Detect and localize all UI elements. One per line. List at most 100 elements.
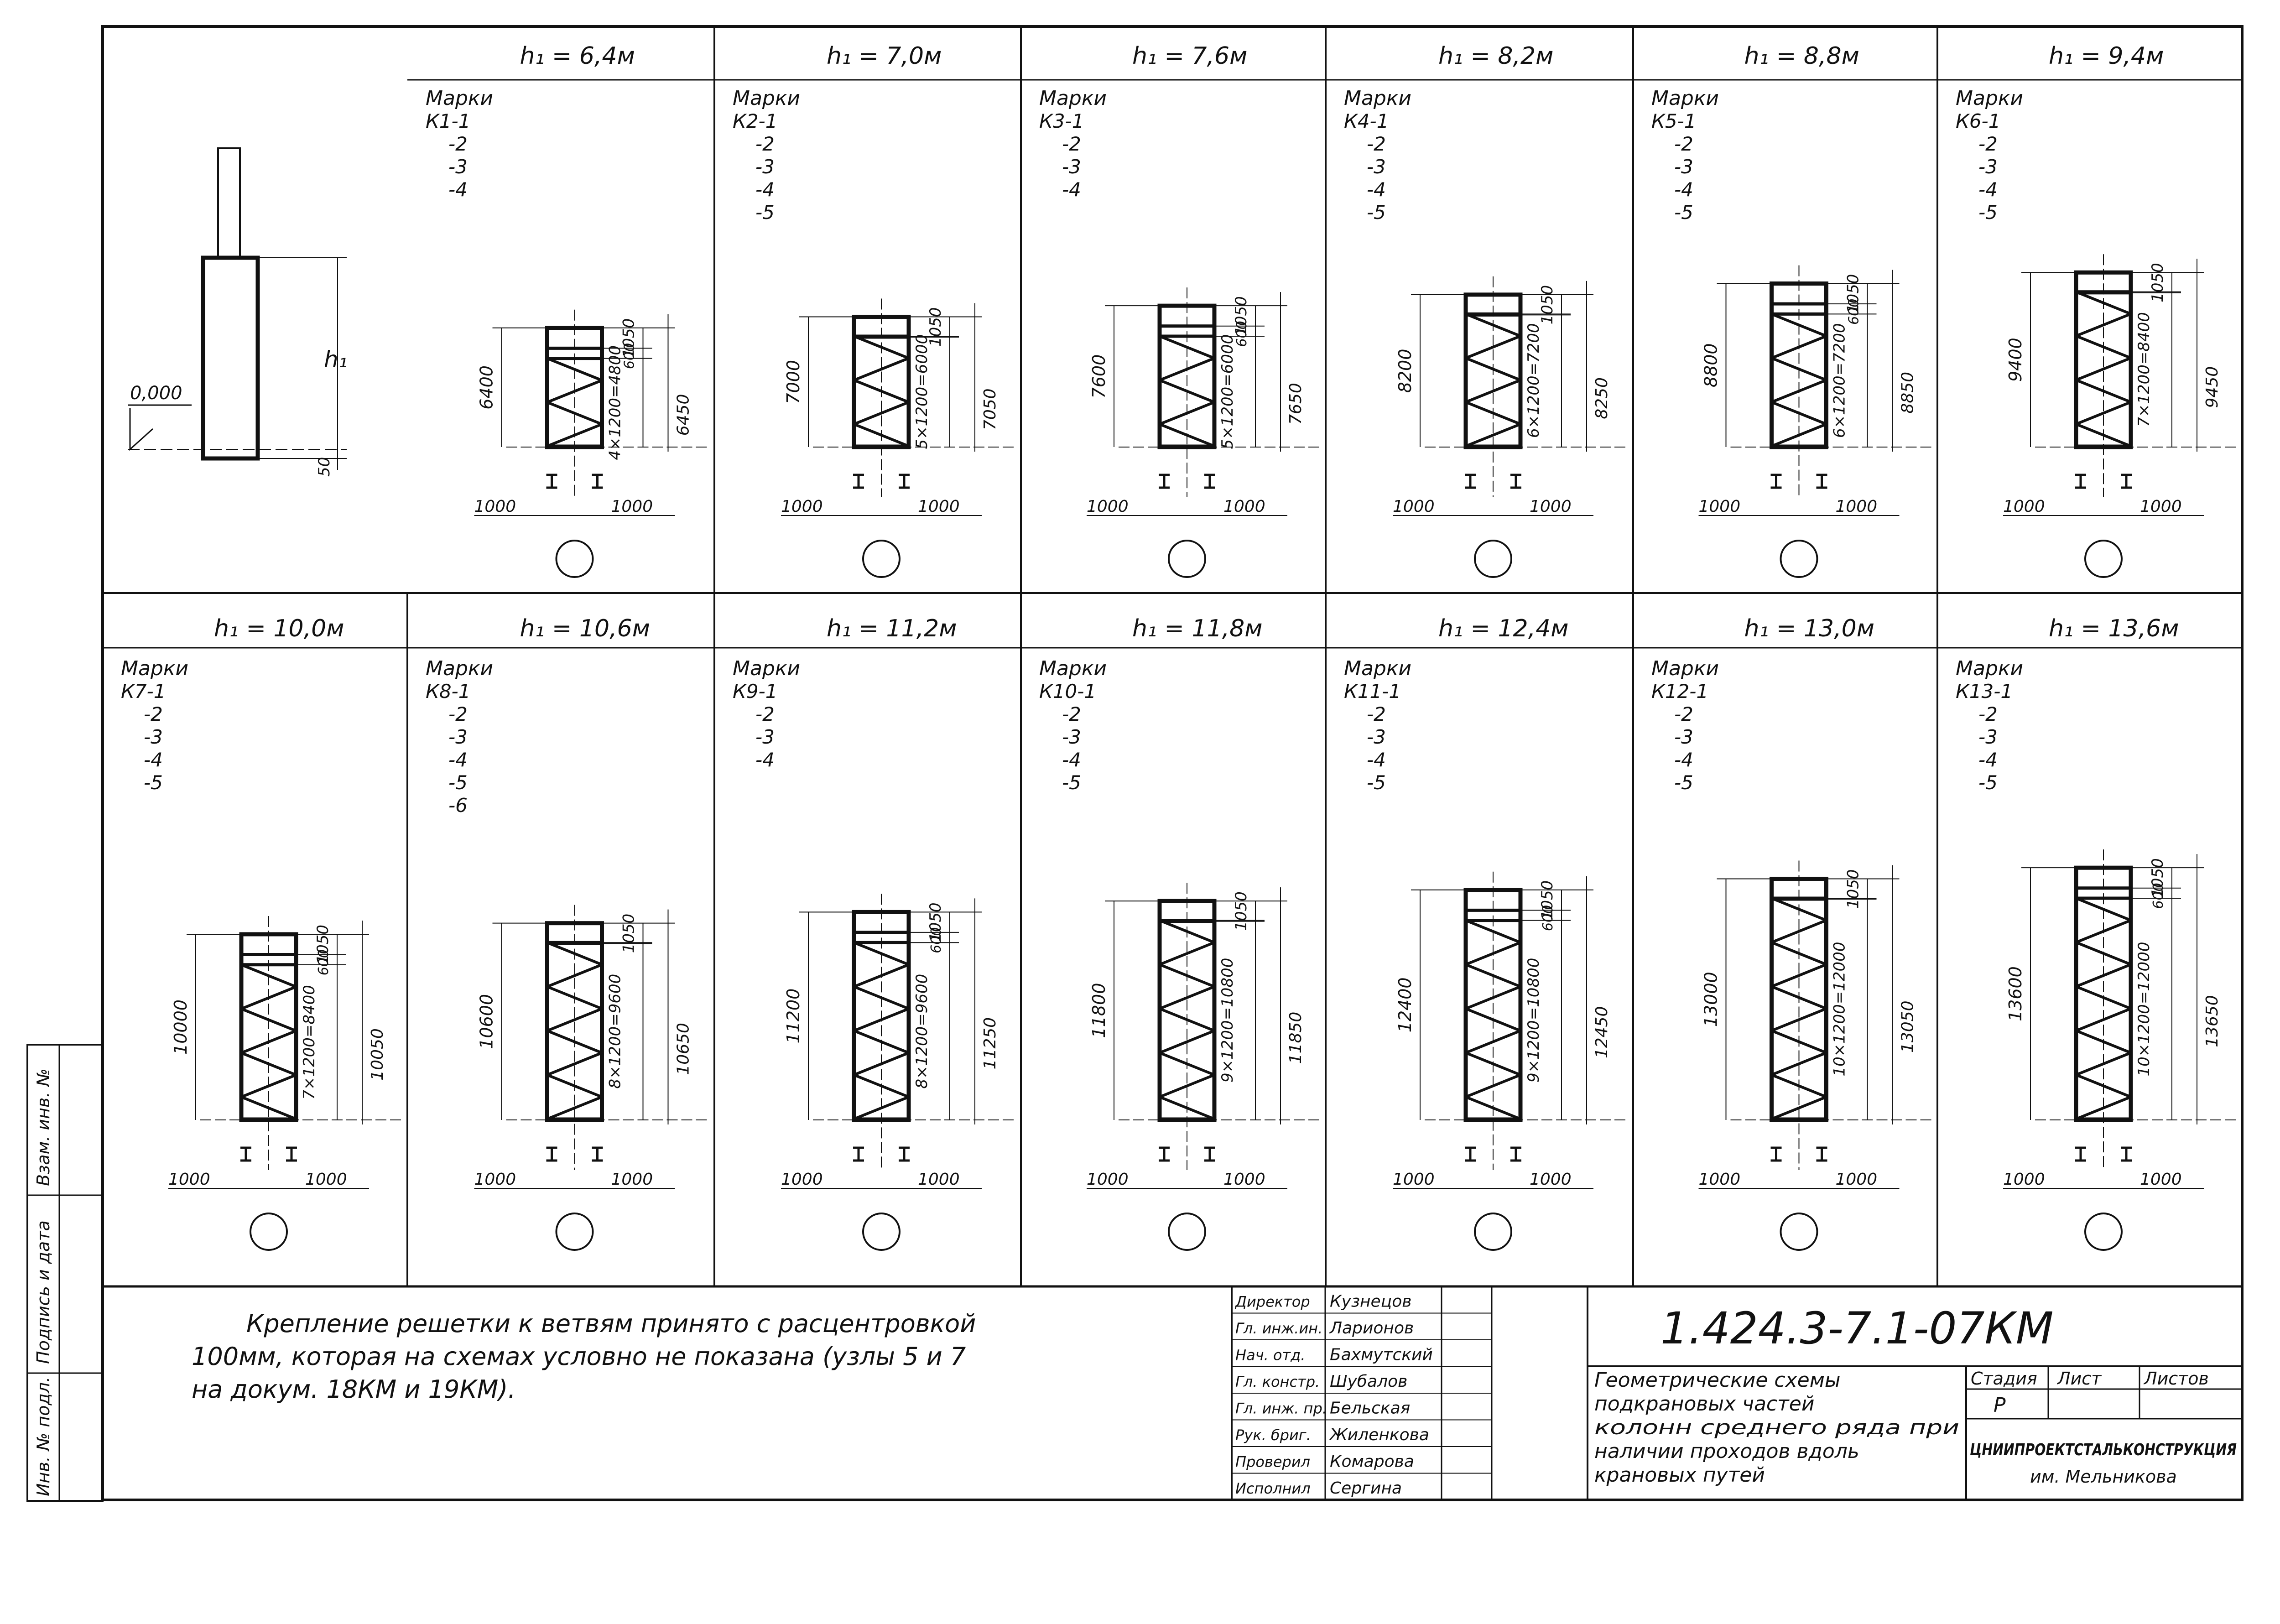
lattice-diagonal <box>853 401 910 426</box>
title-line-5: крановых путей <box>1594 1463 1765 1487</box>
lattice-diagonal <box>2075 312 2132 338</box>
sheet-label: Лист <box>2056 1369 2102 1389</box>
mark-2: -2 <box>755 133 775 155</box>
height-dim-value: 13600 <box>2005 966 2025 1021</box>
top-dim-value: 1050 <box>620 914 638 953</box>
mark-1: К8-1 <box>426 680 470 703</box>
top-dim-value: 1050 <box>927 902 945 942</box>
signer-role: Проверил <box>1235 1453 1310 1471</box>
doc-code: 1.424.3-7.1-07КМ <box>1661 1303 2054 1354</box>
offset-left: 1000 <box>1699 1170 1741 1189</box>
offset-right: 1000 <box>1530 497 1572 516</box>
panel-dim-value: 600 <box>1846 299 1862 325</box>
height-dim-value: 7600 <box>1089 354 1109 399</box>
mark-2: -2 <box>448 133 468 155</box>
mark-3: -3 <box>1367 726 1386 748</box>
signer-role: Нач. отд. <box>1235 1347 1305 1364</box>
lattice-dim-value: 4×1200=4800 <box>606 345 625 460</box>
margin-label-inv: Инв. № подл. <box>33 1377 53 1496</box>
axis-marker <box>1168 540 1206 578</box>
column-outline <box>2074 865 2133 1122</box>
lattice-diagonal <box>1159 941 1215 966</box>
mark-4: -4 <box>755 178 775 201</box>
signer-name: Ларионов <box>1329 1319 1414 1338</box>
mark-1: К10-1 <box>1039 680 1096 703</box>
total-dim-value: 9450 <box>2203 366 2222 408</box>
mark-5: -5 <box>1367 201 1386 224</box>
total-dim-value: 8850 <box>1899 372 1917 414</box>
axis-marker <box>1780 540 1818 578</box>
offset-right: 1000 <box>611 497 653 516</box>
title-line-3: колонн среднего ряда при <box>1594 1416 1959 1439</box>
lattice-dim-value: 5×1200=6000 <box>913 334 931 449</box>
total-dim-value: 10050 <box>368 1028 387 1081</box>
panel-dim-value: 600 <box>622 343 638 369</box>
scheme-2: h₁ = 7,0мМаркиК2-1-2-3-4-5700010505×1200… <box>733 26 1022 593</box>
height-dim-value: 7000 <box>783 360 803 404</box>
top-dim-value: 1050 <box>1538 285 1556 325</box>
marks-label: Марки <box>1956 657 2023 680</box>
scheme-4: h₁ = 8,2мМаркиК4-1-2-3-4-5820010506×1200… <box>1344 26 1634 593</box>
organization-subname: им. Мельникова <box>2030 1467 2177 1487</box>
mark-3: -3 <box>1062 726 1081 748</box>
total-dim-value: 13650 <box>2203 995 2222 1047</box>
lattice-dim-value: 6×1200=7200 <box>1525 323 1543 438</box>
marks-label: Марки <box>1651 657 1719 680</box>
mark-4: -4 <box>1978 178 1998 201</box>
top-dim-value: 1050 <box>1844 869 1863 909</box>
offset-left: 1000 <box>474 1170 516 1189</box>
marks-label: Марки <box>426 657 493 680</box>
axis-marker <box>1780 1213 1818 1251</box>
mark-5: -5 <box>755 201 775 224</box>
mark-3: -3 <box>1367 156 1386 178</box>
lattice-diagonal <box>2075 401 2132 426</box>
scheme-height-label: h₁ = 12,4м <box>1438 615 1568 642</box>
scheme-height-label: h₁ = 10,6м <box>520 615 650 642</box>
lattice-diagonal <box>547 1095 603 1120</box>
mark-3: -3 <box>755 156 775 178</box>
signer-role: Гл. констр. <box>1235 1373 1320 1390</box>
axis-marker <box>555 540 594 578</box>
margin-label-replace: Взам. инв. № <box>33 1068 53 1186</box>
note-line-3: на докум. 18КМ и 19КМ). <box>192 1375 516 1404</box>
lattice-diagonal <box>1465 334 1521 359</box>
total-dim-value: 6450 <box>674 394 693 436</box>
top-dim-value: 1050 <box>1538 880 1556 920</box>
height-dim-value: 11200 <box>783 989 803 1044</box>
scheme-12: h₁ = 13,0мМаркиК12-1-2-3-4-513000105010×… <box>1651 593 1938 1286</box>
height-dim-value: 13000 <box>1701 972 1721 1027</box>
mark-4: -4 <box>1674 749 1693 771</box>
mark-4: -4 <box>144 749 163 771</box>
top-dim-value: 1050 <box>620 318 638 358</box>
mark-3: -3 <box>1978 156 1998 178</box>
total-dim-value: 10650 <box>674 1023 693 1075</box>
mark-4: -4 <box>755 749 775 771</box>
mark-3: -3 <box>144 726 163 748</box>
lattice-diagonal <box>1771 1007 1827 1032</box>
offset-left: 1000 <box>781 1170 823 1189</box>
column-outline <box>1770 281 1828 449</box>
mark-3: -3 <box>448 726 468 748</box>
lattice-diagonal <box>1465 379 1521 404</box>
marks-label: Марки <box>733 87 800 110</box>
signer-role: Гл. инж.ин. <box>1235 1320 1322 1337</box>
scheme-height-label: h₁ = 7,6м <box>1132 42 1247 70</box>
axis-marker <box>555 1213 594 1251</box>
mark-4: -4 <box>1062 749 1081 771</box>
scheme-height-label: h₁ = 13,6м <box>2049 615 2179 642</box>
axis-marker <box>2084 540 2123 578</box>
lattice-dim-value: 8×1200=9600 <box>606 974 625 1089</box>
lattice-diagonal <box>1159 1029 1215 1054</box>
marks-label: Марки <box>1039 87 1107 110</box>
mark-4: -4 <box>1367 749 1386 771</box>
total-dim-value: 7650 <box>1286 383 1305 425</box>
lattice-diagonal <box>1159 985 1215 1010</box>
offset-left: 1000 <box>1699 497 1741 516</box>
mark-2: -2 <box>1978 133 1998 155</box>
mark-1: К3-1 <box>1039 110 1084 132</box>
panel-dim-value: 600 <box>316 949 332 975</box>
mark-5: -5 <box>1978 771 1998 794</box>
reference-column: h₁ 50 0,000 <box>128 147 348 477</box>
signer-name: Шубалов <box>1330 1372 1407 1391</box>
